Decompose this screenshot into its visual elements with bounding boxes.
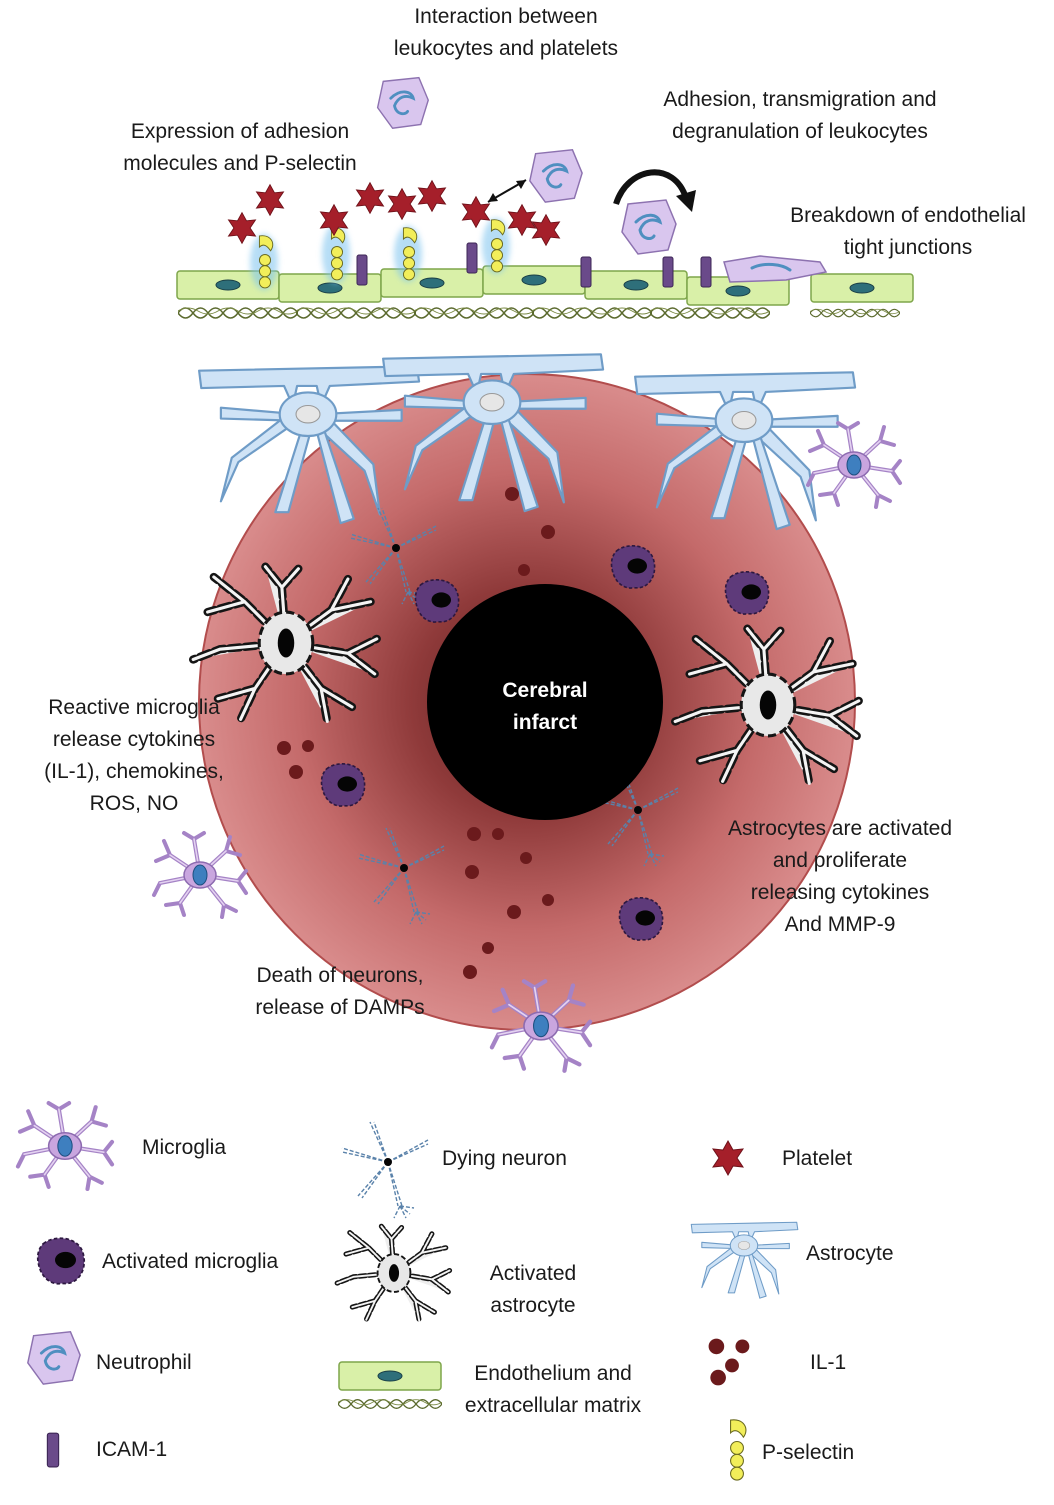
label-tight-junctions: Breakdown of endothelial tight junctions	[766, 200, 1050, 264]
legend-activated-astrocyte-line1: Activated	[489, 1262, 577, 1285]
label-transmigration-line1: Adhesion, transmigration and	[663, 88, 937, 111]
label-interaction-line2: leukocytes and platelets	[393, 37, 619, 60]
legend-activated-astrocyte-line2: astrocyte	[490, 1294, 576, 1317]
legend-microglia-icon	[18, 1103, 112, 1189]
label-tight-junctions-line2: tight junctions	[843, 236, 973, 259]
legend-neutrophil-icon	[26, 1330, 82, 1386]
label-adhesion-molecules-line1: Expression of adhesion	[130, 120, 350, 143]
legend-endothelium-icon	[338, 1361, 442, 1391]
label-transmigration: Adhesion, transmigration and degranulati…	[630, 84, 970, 148]
legend-endothelium-line1: Endothelium and	[474, 1362, 632, 1385]
legend-endothelium-label: Endothelium and extracellular matrix	[440, 1358, 666, 1422]
extracellular-matrix	[178, 307, 900, 319]
legend-activated-astrocyte-icon	[337, 1226, 449, 1321]
label-neuron-death-line2: release of DAMPs	[255, 996, 425, 1019]
legend-endothelium-line2: extracellular matrix	[464, 1394, 642, 1417]
legend-platelet-label: Platelet	[782, 1147, 853, 1170]
label-astrocytes-activated-line4: And MMP-9	[784, 913, 896, 936]
infarct-label-line2: infarct	[513, 711, 577, 734]
legend-il1-icon	[708, 1338, 750, 1386]
legend-dying-neuron-label: Dying neuron	[442, 1147, 567, 1170]
label-astrocytes-activated-line2: and proliferate	[772, 849, 908, 872]
legend-ecm-icon	[338, 1398, 442, 1410]
legend-astrocyte-icon	[690, 1221, 799, 1299]
legend-platelet-icon	[712, 1140, 744, 1176]
label-tight-junctions-line1: Breakdown of endothelial	[790, 204, 1026, 227]
legend-neutrophil-label: Neutrophil	[96, 1351, 192, 1374]
legend-icam1-label: ICAM-1	[96, 1438, 168, 1461]
legend-activated-microglia-label: Activated microglia	[102, 1250, 279, 1273]
label-microglia-release: Reactive microglia release cytokines (IL…	[14, 692, 254, 820]
label-neuron-death: Death of neurons, release of DAMPs	[220, 960, 460, 1024]
label-adhesion-molecules: Expression of adhesion molecules and P-s…	[90, 116, 390, 180]
legend-il1-label: IL-1	[810, 1351, 847, 1374]
label-neuron-death-line1: Death of neurons,	[256, 964, 424, 987]
legend-p-selectin-icon	[730, 1419, 747, 1481]
legend-dying-neuron-icon	[341, 1121, 429, 1219]
label-microglia-release-line1: Reactive microglia	[48, 696, 220, 719]
label-astrocytes-activated-line1: Astrocytes are activated	[727, 817, 953, 840]
infarct-core	[427, 584, 663, 820]
label-astrocytes-activated: Astrocytes are activated and proliferate…	[700, 813, 980, 941]
label-microglia-release-line2: release cytokines	[52, 728, 216, 751]
legend-activated-microglia-icon	[36, 1237, 86, 1285]
legend-icons	[18, 1103, 799, 1481]
legend-microglia-label: Microglia	[142, 1136, 227, 1159]
label-interaction: Interaction between leukocytes and plate…	[356, 1, 656, 65]
il1-dots	[277, 487, 555, 979]
legend-icam1-icon	[46, 1432, 60, 1468]
legend-astrocyte-label: Astrocyte	[806, 1242, 894, 1265]
label-microglia-release-line3: (IL-1), chemokines,	[44, 760, 224, 783]
label-adhesion-molecules-line2: molecules and P-selectin	[123, 152, 357, 175]
infarct-label-line1: Cerebral	[502, 679, 587, 702]
neutrophils	[376, 76, 828, 283]
legend-activated-astrocyte-label: Activated astrocyte	[468, 1258, 598, 1322]
arrows	[487, 169, 696, 212]
legend-p-selectin-label: P-selectin	[762, 1441, 855, 1464]
label-transmigration-line2: degranulation of leukocytes	[672, 120, 928, 143]
p-selectin-markers	[250, 218, 510, 290]
label-interaction-line1: Interaction between	[414, 5, 598, 28]
label-microglia-release-line4: ROS, NO	[89, 792, 179, 815]
label-astrocytes-activated-line3: releasing cytokines	[750, 881, 930, 904]
